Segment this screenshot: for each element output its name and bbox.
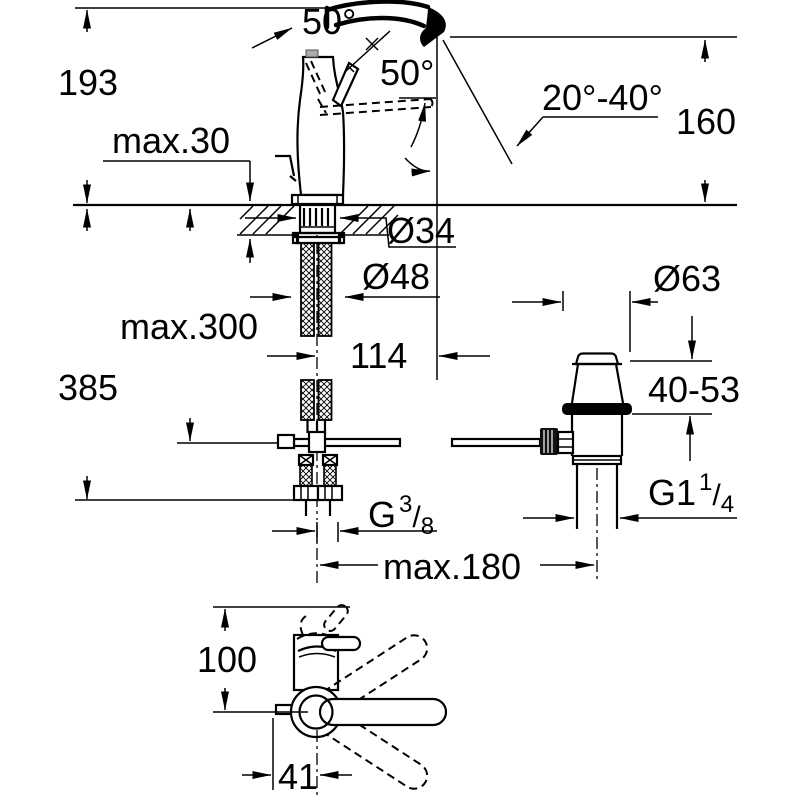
stream-angle-line [442, 39, 513, 165]
rod-end-block [276, 433, 296, 450]
dim-193-label: 193 [58, 62, 118, 103]
mounting-flange [291, 231, 346, 245]
spout-outlet [420, 7, 446, 47]
cartridge-cap [305, 49, 319, 58]
dim-40-53-label: 40-53 [648, 369, 740, 410]
faucet-body [275, 49, 346, 206]
drain-plug-cap [574, 352, 620, 366]
supply-hoses [300, 242, 333, 433]
stream-arc-arrow [404, 157, 431, 177]
pop-up-drain [540, 352, 632, 529]
dim-385-label: 385 [58, 367, 118, 408]
side-view: 193 max.30 50° 50° 20°-40° 160 385 max.3… [58, 0, 740, 587]
angle-50-lever-label: 50° [380, 52, 434, 93]
dim-dia48-label: Ø48 [362, 256, 430, 297]
dim-160-label: 160 [676, 101, 736, 142]
pop-up-rod [276, 421, 542, 454]
base-plate [290, 193, 345, 206]
lever-alt-position-dashed [319, 98, 434, 116]
rod-clamp-knob [540, 428, 558, 455]
top-view-dimension-lines [213, 606, 352, 790]
body-hidden-lines [305, 60, 327, 114]
dim-dia63-label: Ø63 [653, 258, 721, 299]
lever-angle-leader [251, 27, 293, 49]
dim-114-label: 114 [350, 335, 407, 376]
dim-dia34-label: Ø34 [387, 210, 455, 251]
lift-rod-knob [275, 154, 297, 182]
drain-gasket [562, 403, 632, 415]
dim-100-label: 100 [197, 639, 257, 680]
angle-50-spout-label: 50° [302, 1, 356, 42]
top-view-hidden-arc-2 [299, 615, 307, 636]
angle-tick-mark [365, 37, 379, 51]
hose-fittings [292, 453, 344, 516]
handle-lever [319, 30, 434, 116]
lever-angle-line [345, 30, 391, 72]
mounting-shank [291, 203, 346, 245]
dim-max180-label: max.180 [383, 546, 521, 587]
lever-arc-arrow [410, 102, 427, 148]
top-view-side-lever [320, 635, 362, 652]
top-view: 100 41 [197, 604, 448, 797]
top-view-hidden-arc [296, 632, 338, 641]
dim-41-label: 41 [278, 756, 318, 797]
dim-max30-label: max.30 [112, 120, 230, 161]
top-view-handle [318, 697, 448, 727]
dimension-lines [75, 9, 737, 569]
angle-20-40-label: 20°-40° [542, 77, 663, 118]
rod-tee-joint [307, 430, 327, 454]
spout [324, 0, 446, 47]
drain-tailpipe [575, 464, 619, 529]
dim-max300-label: max.300 [120, 306, 258, 347]
